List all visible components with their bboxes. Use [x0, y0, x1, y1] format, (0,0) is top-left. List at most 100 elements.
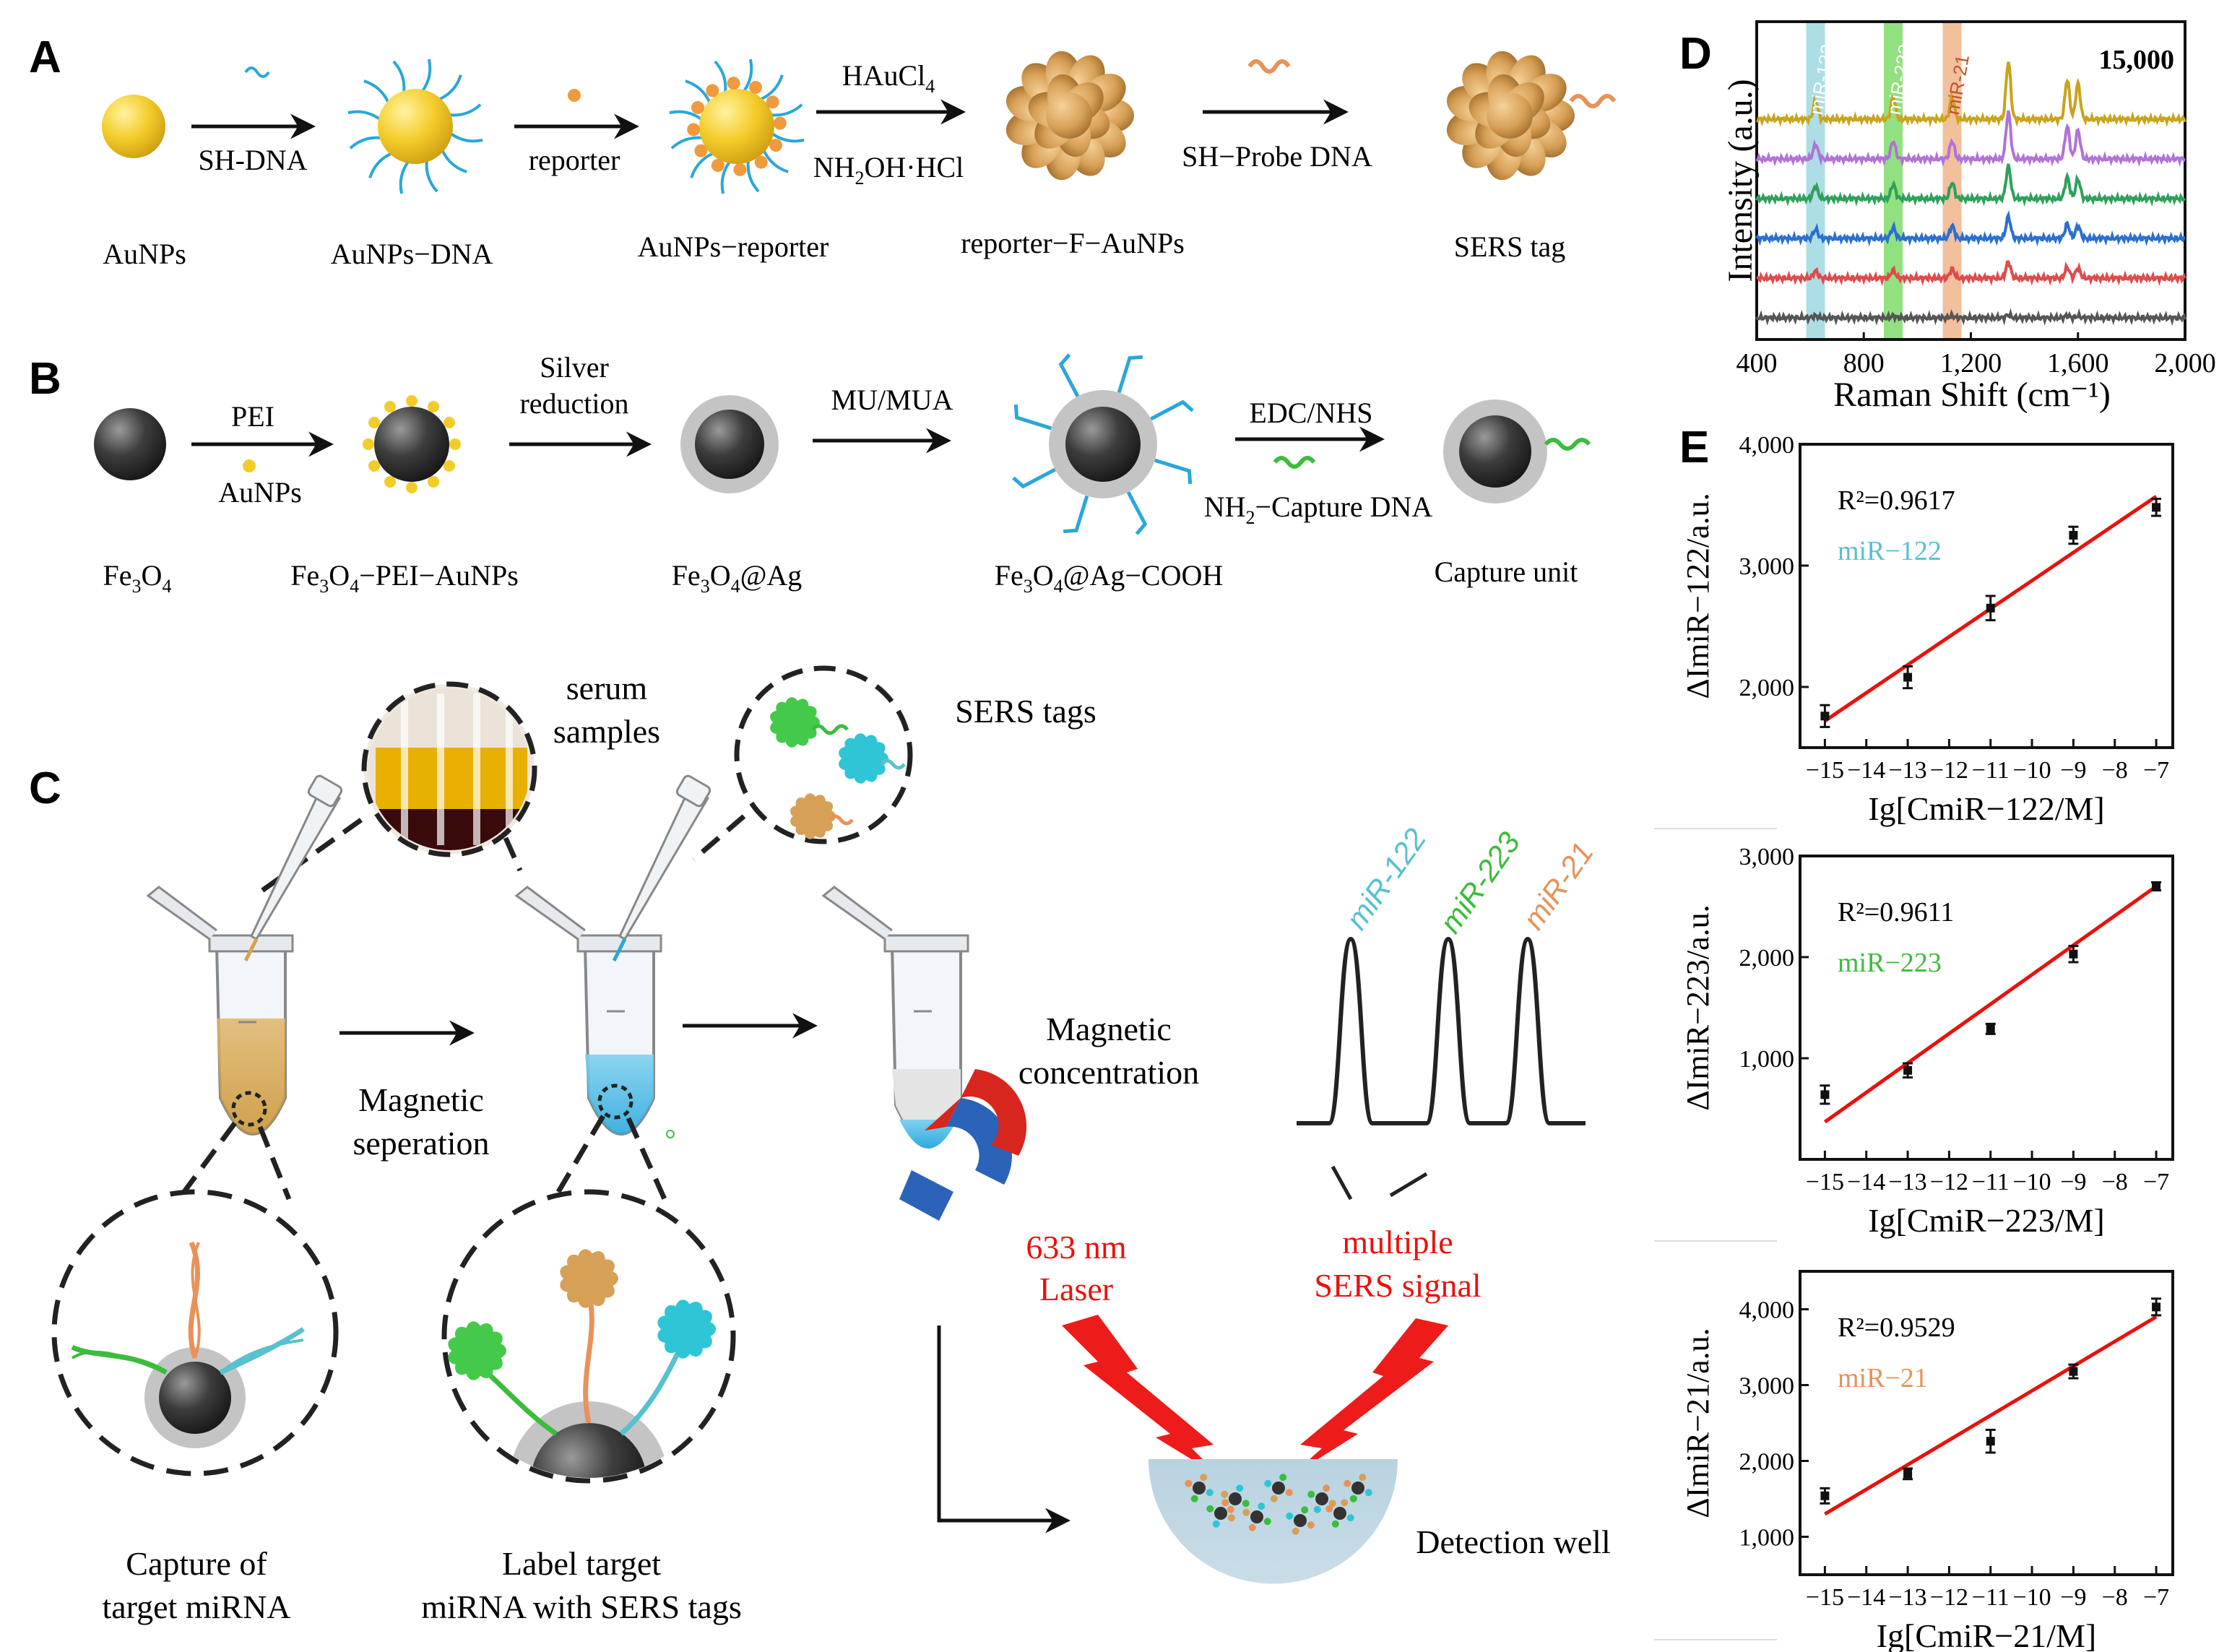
tag-dna	[880, 758, 906, 770]
data-point	[2069, 1367, 2078, 1376]
reporter-dot	[754, 155, 768, 169]
r2-label: R²=0.9617	[1838, 485, 1955, 516]
data-point	[1903, 1065, 1913, 1075]
fit-line	[1824, 1315, 2158, 1516]
data-point	[1986, 1024, 1995, 1034]
flow-l-arrow	[937, 1326, 1070, 1534]
arrow-a1-label: SH-DNA	[198, 144, 307, 176]
reporter-dot	[694, 144, 708, 157]
capture-dna-icon	[1273, 456, 1316, 469]
xtick-label: −14	[1847, 1169, 1885, 1195]
ytick-label: 1,000	[1739, 1046, 1795, 1073]
well-tag	[1221, 1490, 1229, 1498]
well-tag	[1313, 1505, 1321, 1513]
y-axis-label: ΔImiR−223/a.u.	[1680, 904, 1716, 1110]
signal-label-1: multiple	[1342, 1224, 1453, 1260]
y-axis-label: ΔImiR−122/a.u.	[1680, 493, 1716, 699]
mag-sep-label-2: seperation	[352, 1125, 489, 1162]
reporter-dot	[773, 116, 787, 130]
panel-b-label: B	[29, 354, 61, 404]
spectrum-xtick-label: 2,000	[2154, 348, 2216, 379]
xtick-label: −10	[2012, 1584, 2051, 1611]
xtick-label: −15	[1806, 757, 1844, 784]
reporter-dot-icon	[568, 89, 581, 102]
xtick-label: −11	[1972, 757, 2010, 784]
well-particle	[1294, 1514, 1307, 1527]
panel-c-label: C	[29, 764, 61, 813]
well-tag	[1270, 1495, 1278, 1502]
well-tag	[1292, 1527, 1299, 1535]
xtick-label: −13	[1888, 757, 1926, 784]
spectrum-line	[1755, 308, 2186, 326]
aunp-dot	[443, 417, 455, 428]
ytick-label: 4,000	[1739, 432, 1795, 459]
xtick-label: −12	[1930, 1584, 1968, 1611]
panel-e: E 2,0003,0004,000−15−14−13−12−11−10−9−8−…	[1654, 423, 2174, 1652]
well-tag	[1364, 1489, 1372, 1497]
tube-concentration	[821, 886, 969, 1149]
label-aunps-reporter: AuNPs−reporter	[638, 230, 829, 263]
aunp-dot	[406, 395, 418, 407]
spectrum-xtick-label: 1,200	[1940, 348, 2002, 379]
plot-frame	[1799, 443, 2174, 749]
ytick-label: 1,000	[1739, 1525, 1795, 1552]
spectrum-xtick-label: 1,600	[2047, 348, 2109, 379]
well-tag	[1190, 1495, 1198, 1502]
mag-sep-label-1: Magnetic	[358, 1081, 484, 1118]
dna-ligand	[762, 150, 789, 173]
well-tag	[1242, 1508, 1250, 1516]
spectrum-corner-value: 15,000	[2099, 45, 2175, 75]
dna-ligand	[771, 132, 805, 143]
aunp-dot	[428, 475, 439, 488]
well-particle	[1193, 1482, 1206, 1495]
data-point	[1986, 1437, 1995, 1446]
probe-dna-icon	[1247, 59, 1291, 74]
well-tag	[1349, 1495, 1357, 1502]
capture-label-1: Capture of	[126, 1545, 267, 1582]
panel-d-label: D	[1679, 29, 1712, 79]
spectrum-line	[1755, 61, 2186, 128]
ytick-label: 3,000	[1739, 844, 1795, 870]
label-bubble	[441, 1115, 736, 1484]
well-particle	[1351, 1482, 1364, 1495]
dna-ligand	[714, 60, 727, 92]
scatter-mir21: 1,0002,0003,0004,000−15−14−13−12−11−10−9…	[1680, 1270, 2174, 1652]
well-particle	[1333, 1507, 1346, 1520]
xtick-label: −7	[2143, 1584, 2169, 1611]
fit-line	[1823, 884, 2158, 1124]
dna-ligand	[438, 74, 462, 101]
arrow-b4-top: EDC/NHS	[1249, 397, 1372, 429]
well-tag	[1346, 1514, 1354, 1522]
flower-core	[578, 1268, 600, 1289]
plot-frame	[1799, 855, 2174, 1161]
dna-ligand	[760, 74, 784, 101]
xtick-label: −11	[1972, 1584, 2010, 1611]
fe3o4-ag-cooh	[1012, 353, 1194, 535]
tag-dna	[811, 724, 849, 735]
well-particle	[1272, 1482, 1285, 1495]
arrow-b1-bottom: AuNPs	[218, 476, 302, 509]
xtick-label: −8	[2102, 1584, 2128, 1611]
x-axis-label: Ig[CmiR−223/M]	[1868, 1202, 2105, 1239]
data-point	[1820, 1090, 1830, 1099]
dna-ligand	[449, 103, 482, 117]
aunp-dot	[428, 401, 439, 413]
arrow-a4-label: SH−Probe DNA	[1182, 140, 1372, 173]
spectrum-ylabel: Intensity (a.u.)	[1721, 79, 1760, 282]
label-sers-tag: SERS tag	[1454, 230, 1565, 263]
label-aunps: AuNPs	[103, 238, 186, 270]
cooh-ligand	[1013, 404, 1052, 431]
well-tag	[1307, 1490, 1315, 1498]
tag-dna	[828, 814, 854, 826]
well-tag	[1286, 1512, 1294, 1520]
signal-bolt-icon	[1289, 1318, 1448, 1477]
flower-core	[1046, 92, 1092, 139]
spectrum-line	[1756, 260, 2186, 287]
aunp-dot	[368, 460, 381, 472]
laser-label-1: 633 nm	[1026, 1229, 1127, 1266]
well-tag	[1344, 1479, 1351, 1487]
flower-core	[785, 713, 804, 732]
plot-frame	[1799, 1270, 2174, 1576]
well-particle	[1214, 1507, 1227, 1520]
